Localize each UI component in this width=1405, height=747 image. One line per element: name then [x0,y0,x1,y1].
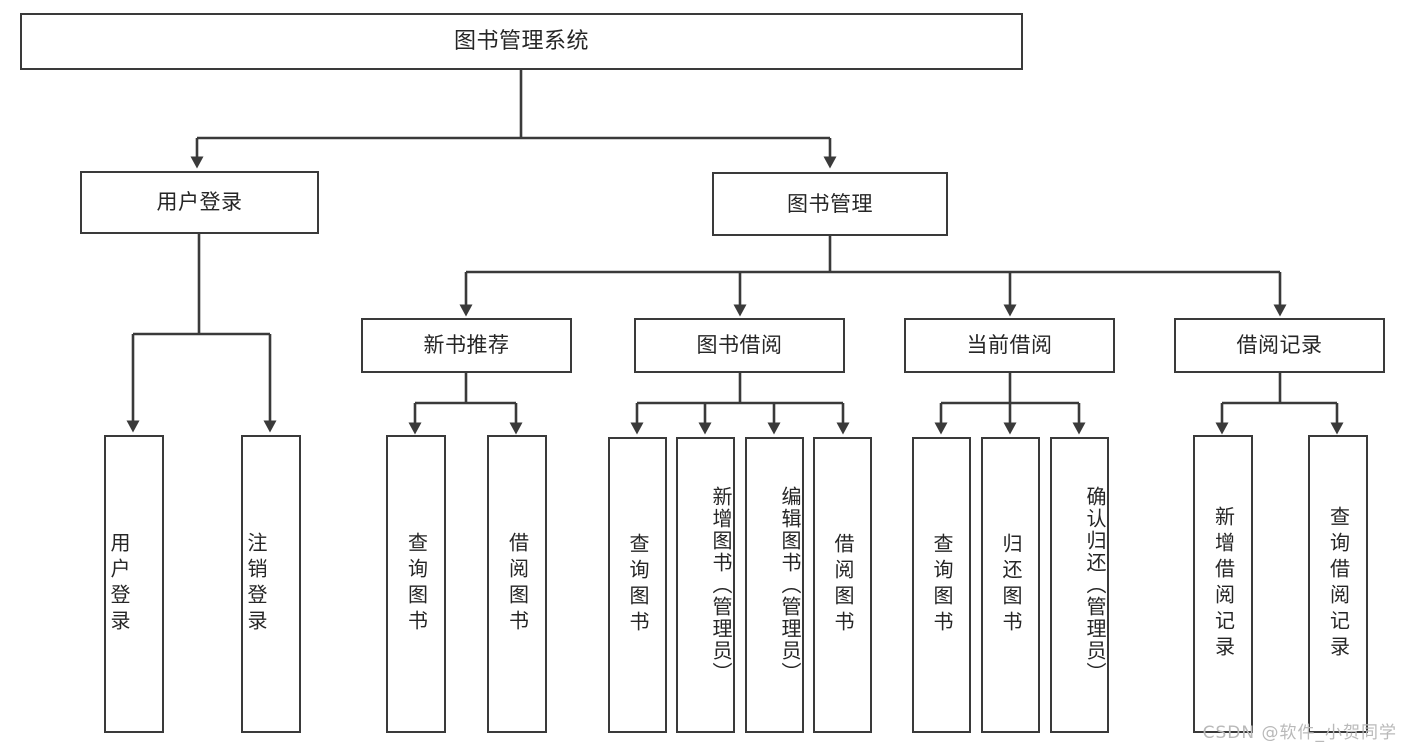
leaf-new-book-borrow-books[interactable]: 借阅图书 [487,435,547,733]
node-book-borrowing[interactable]: 图书借阅 [634,318,845,373]
leaf-book-borrow-add-book-admin[interactable]: 新增图书（管理员） [676,437,735,733]
leaf-book-borrow-query-books[interactable]: 查询图书 [608,437,667,733]
leaf-user-login-login[interactable]: 用户登录 [104,435,164,733]
watermark-csdn: CSDN @软件_小贺同学 [1202,723,1397,743]
leaf-user-login-logout[interactable]: 注销登录 [241,435,301,733]
node-borrowing-record[interactable]: 借阅记录 [1174,318,1385,373]
node-book-management[interactable]: 图书管理 [712,172,948,236]
leaf-new-book-query-books[interactable]: 查询图书 [386,435,446,733]
node-current-borrowing[interactable]: 当前借阅 [904,318,1115,373]
leaf-borrow-record-query-record[interactable]: 查询借阅记录 [1308,435,1368,733]
node-user-login[interactable]: 用户登录 [80,171,319,234]
leaf-current-borrow-return-books[interactable]: 归还图书 [981,437,1040,733]
node-new-book-recommendation[interactable]: 新书推荐 [361,318,572,373]
leaf-book-borrow-edit-book-admin[interactable]: 编辑图书（管理员） [745,437,804,733]
leaf-book-borrow-borrow-books[interactable]: 借阅图书 [813,437,872,733]
leaf-current-borrow-confirm-return-admin[interactable]: 确认归还（管理员） [1050,437,1109,733]
leaf-borrow-record-add-record[interactable]: 新增借阅记录 [1193,435,1253,733]
node-root-library-management-system[interactable]: 图书管理系统 [20,13,1023,70]
leaf-current-borrow-query-books[interactable]: 查询图书 [912,437,971,733]
